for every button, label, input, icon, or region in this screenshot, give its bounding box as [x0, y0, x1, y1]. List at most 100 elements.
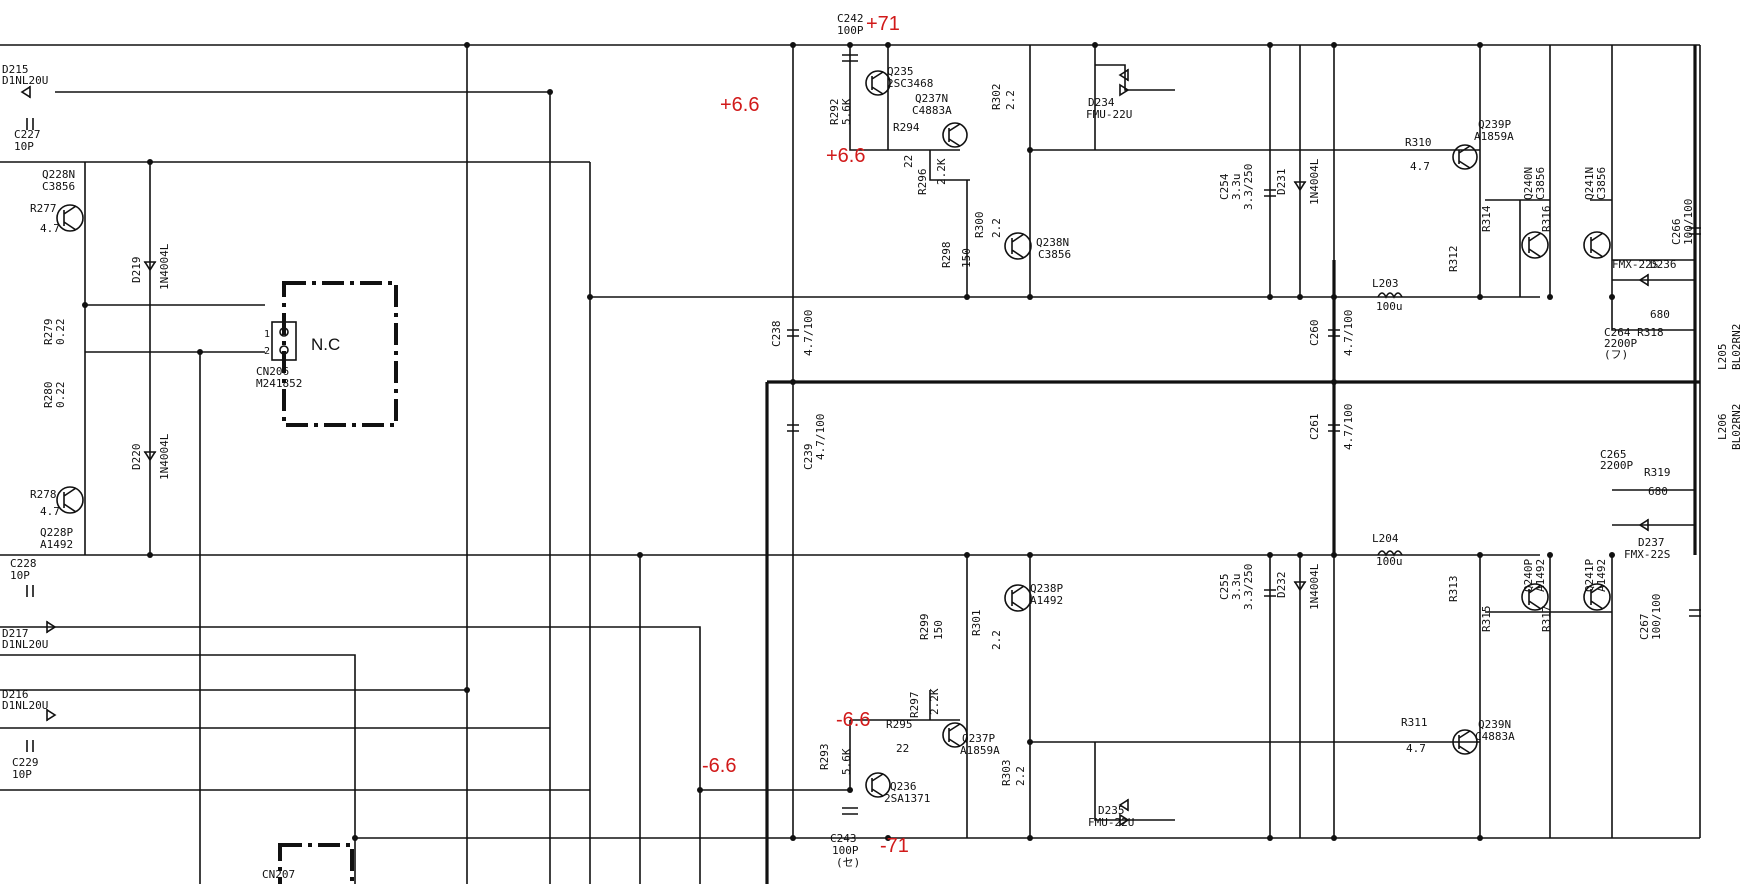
- label-c229: C229: [12, 756, 39, 769]
- label-c242-val: 100P: [837, 24, 864, 37]
- label-d215: D215: [2, 63, 29, 76]
- label-r292-val: 5.6K: [840, 98, 853, 125]
- label-r280-val: 0.22: [54, 382, 67, 409]
- label-c238: C238: [770, 321, 783, 348]
- cap-c227: [26, 118, 34, 130]
- label-q238n: Q238N: [1036, 236, 1069, 249]
- label-c264-val: 2200P: [1604, 337, 1637, 350]
- label-cn207: CN207: [262, 868, 295, 881]
- label-c267: C267: [1638, 614, 1651, 641]
- label-c254-v: 3.3/250: [1242, 164, 1255, 210]
- cap-c238: [787, 329, 799, 337]
- transistor-q241n: [1583, 231, 1611, 259]
- label-l203: L203: [1372, 277, 1399, 290]
- label-r280: R280: [42, 382, 55, 409]
- label-q239n-part: C4883A: [1475, 730, 1515, 743]
- transistor-q235: [865, 70, 891, 96]
- voltage-annotations: +71 +6.6 +6.6 -6.6 -6.6 -71: [702, 13, 909, 857]
- label-c266-val: 100/100: [1682, 199, 1695, 245]
- label-d215-part: D1NL20U: [2, 74, 48, 87]
- label-q237n-part: C4883A: [912, 104, 952, 117]
- label-c239-val: 4.7/100: [814, 414, 827, 460]
- label-d237: D237: [1638, 536, 1665, 549]
- label-cn206-part: M241852: [256, 377, 302, 390]
- label-q241n-part: C3856: [1595, 167, 1608, 200]
- label-c238-val: 4.7/100: [802, 310, 815, 356]
- transistor-q237p: [942, 722, 968, 748]
- label-d216-part: D1NL20U: [2, 699, 48, 712]
- label-l206-part: BL02RN2: [1730, 404, 1743, 450]
- label-q240n: Q240N: [1522, 167, 1535, 200]
- label-d220-part: 1N4004L: [158, 433, 171, 480]
- diode-d231: [1293, 181, 1307, 192]
- label-r292: R292: [828, 99, 841, 126]
- label-q228p: Q228P: [40, 526, 73, 539]
- label-c243-val: 100P: [832, 844, 859, 857]
- cap-c228: [26, 585, 34, 597]
- label-r310: R310: [1405, 136, 1432, 149]
- inductor-l204: [1377, 550, 1403, 557]
- label-r295: R295: [886, 718, 913, 731]
- label-c260-val: 4.7/100: [1342, 310, 1355, 356]
- label-c242: C242: [837, 12, 864, 25]
- label-q241p-part: A1492: [1595, 559, 1608, 592]
- label-c261: C261: [1308, 414, 1321, 441]
- label-r300: R300: [973, 212, 986, 239]
- label-r302-val: 2.2: [1004, 90, 1017, 110]
- annot-plus6-6-left: +6.6: [720, 94, 759, 116]
- label-r278-val: 4.7: [40, 505, 60, 518]
- component-labels: D215 D1NL20U C227 10P Q228N C3856 R277 4…: [2, 12, 1743, 881]
- label-d217-part: D1NL20U: [2, 638, 48, 651]
- label-d231-part: 1N4004L: [1308, 158, 1321, 205]
- label-c254-val: 3.3u: [1230, 174, 1243, 201]
- label-q241n: Q241N: [1583, 167, 1596, 200]
- label-d234: D234: [1088, 96, 1115, 109]
- label-q239p: Q239P: [1478, 118, 1511, 131]
- label-d219: D219: [130, 257, 143, 284]
- label-l206: L206: [1716, 414, 1729, 441]
- label-r297: R297: [908, 692, 921, 719]
- label-c265: C265: [1600, 448, 1627, 461]
- transistor-q228p: [56, 486, 84, 514]
- label-c227: C227: [14, 128, 41, 141]
- label-r293: R293: [818, 744, 831, 771]
- label-c229-val: 10P: [12, 768, 32, 781]
- diode-d215: [20, 85, 31, 99]
- label-r319-val: 680: [1648, 485, 1668, 498]
- label-q238p-part: A1492: [1030, 594, 1063, 607]
- label-r315: R315: [1480, 606, 1493, 633]
- label-d217: D217: [2, 627, 29, 640]
- label-q238p: Q238P: [1030, 582, 1063, 595]
- transistor-q240n: [1521, 231, 1549, 259]
- cap-c260: [1328, 329, 1340, 337]
- label-r299-val: 150: [932, 620, 945, 640]
- label-r311-val: 4.7: [1406, 742, 1426, 755]
- label-r301: R301: [970, 610, 983, 637]
- label-l205-part: BL02RN2: [1730, 324, 1743, 370]
- label-d232: D232: [1275, 572, 1288, 599]
- annot-minus6-6-mid: -6.6: [836, 709, 870, 731]
- label-r303-val: 2.2: [1014, 766, 1027, 786]
- label-c255: C255: [1218, 574, 1231, 601]
- label-r279: R279: [42, 319, 55, 346]
- cap-c243: [842, 807, 858, 815]
- label-q236-part: 2SA1371: [884, 792, 930, 805]
- label-c260: C260: [1308, 320, 1321, 347]
- label-q237n: Q237N: [915, 92, 948, 105]
- transistor-q241p: [1583, 583, 1611, 611]
- label-q228p-part: A1492: [40, 538, 73, 551]
- label-c267-val: 100/100: [1650, 594, 1663, 640]
- label-d231: D231: [1275, 169, 1288, 196]
- label-r299: R299: [918, 614, 931, 641]
- label-r301-val: 2.2: [990, 630, 1003, 650]
- label-cn206: CN206: [256, 365, 289, 378]
- label-d234-part: FMU-22U: [1086, 108, 1132, 121]
- label-c243-sub: (セ): [836, 856, 860, 869]
- label-d235-part: FMU-22U: [1088, 816, 1134, 829]
- cap-c229: [26, 740, 34, 752]
- diode-d236: [1638, 273, 1649, 287]
- label-q239n: Q239N: [1478, 718, 1511, 731]
- label-l205: L205: [1716, 344, 1729, 371]
- label-l204-val: 100u: [1376, 555, 1403, 568]
- label-d235: D235: [1098, 804, 1125, 817]
